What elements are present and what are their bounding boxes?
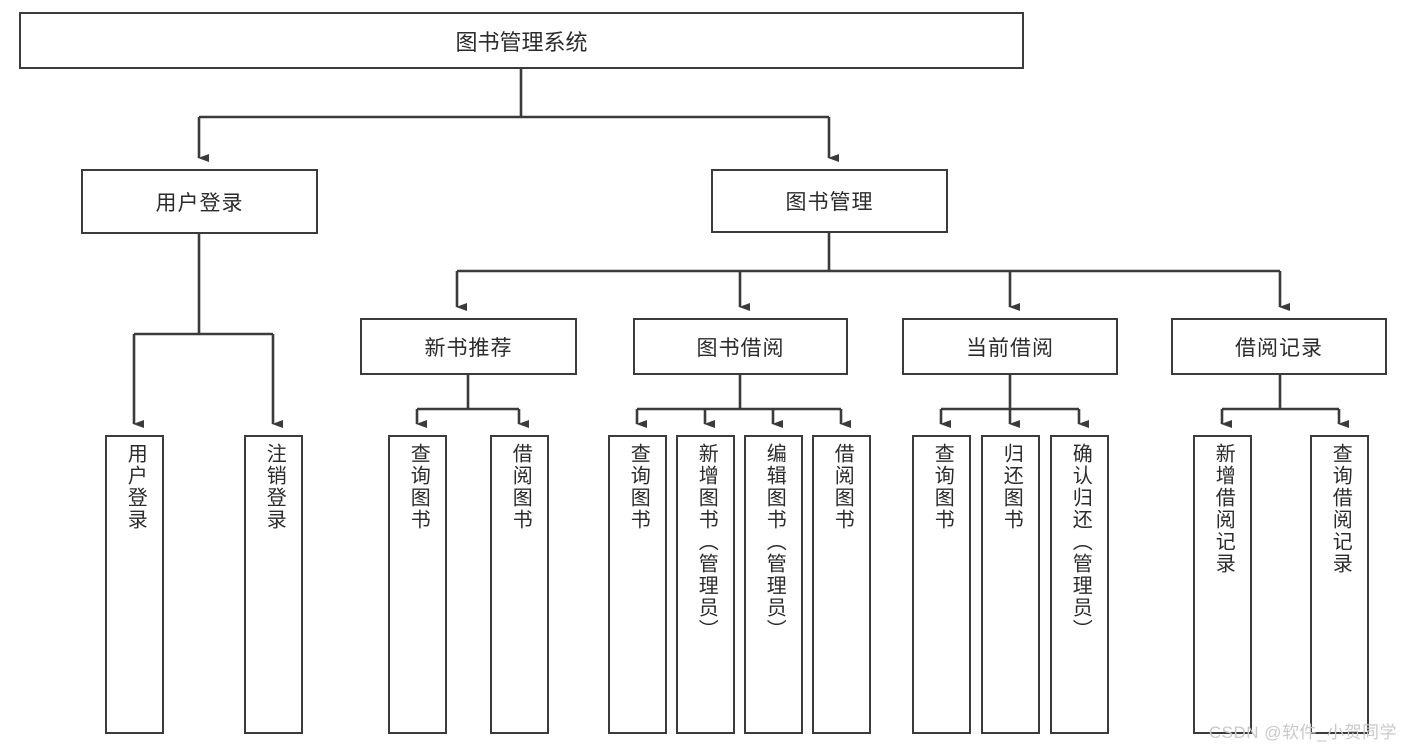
node-label: 当前借阅: [966, 336, 1054, 360]
leaf-add-book-admin[interactable]: 新增图书（管理员）: [676, 435, 735, 734]
node-label: 查询借阅记录: [1329, 443, 1352, 575]
leaf-return-book[interactable]: 归还图书: [981, 435, 1040, 734]
leaf-query-borrow-record[interactable]: 查询借阅记录: [1310, 435, 1369, 734]
node-borrow-record[interactable]: 借阅记录: [1171, 318, 1387, 375]
node-book-borrow[interactable]: 图书借阅: [633, 318, 848, 375]
node-label: 查询图书: [627, 443, 650, 531]
leaf-edit-book-admin[interactable]: 编辑图书（管理员）: [744, 435, 803, 734]
leaf-borrow-book-2[interactable]: 借阅图书: [812, 435, 871, 734]
node-label: 图书借阅: [696, 336, 785, 360]
node-label: 借阅图书: [831, 443, 854, 531]
node-label: 确认归还（管理员）: [1069, 443, 1092, 641]
node-label: 用户登录: [124, 443, 147, 531]
node-label: 编辑图书（管理员）: [763, 443, 786, 641]
node-book-management[interactable]: 图书管理: [711, 169, 948, 233]
node-label: 用户登录: [155, 191, 244, 215]
leaf-borrow-book-1[interactable]: 借阅图书: [490, 435, 549, 734]
node-label: 借阅图书: [509, 443, 532, 531]
node-label: 图书管理系统: [455, 29, 588, 55]
node-user-login[interactable]: 用户登录: [81, 169, 318, 234]
node-label: 查询图书: [407, 443, 430, 531]
leaf-add-borrow-record[interactable]: 新增借阅记录: [1193, 435, 1252, 734]
node-new-book-recommend[interactable]: 新书推荐: [360, 318, 577, 375]
node-label: 查询图书: [931, 443, 954, 531]
node-label: 新增借阅记录: [1212, 443, 1235, 575]
leaf-query-book-1[interactable]: 查询图书: [388, 435, 447, 734]
node-label: 新书推荐: [424, 336, 513, 360]
node-root-system[interactable]: 图书管理系统: [19, 12, 1024, 69]
node-label: 新增图书（管理员）: [695, 443, 718, 641]
leaf-query-book-3[interactable]: 查询图书: [912, 435, 971, 734]
node-current-borrow[interactable]: 当前借阅: [902, 318, 1118, 375]
node-label: 图书管理: [785, 191, 874, 214]
leaf-query-book-2[interactable]: 查询图书: [608, 435, 667, 734]
node-label: 借阅记录: [1235, 336, 1323, 360]
csdn-watermark: CSDN @软件_小贺同学: [1208, 723, 1397, 742]
node-label: 注销登录: [263, 443, 286, 531]
leaf-confirm-return-admin[interactable]: 确认归还（管理员）: [1050, 435, 1109, 734]
node-label: 归还图书: [1000, 443, 1023, 531]
leaf-user-login[interactable]: 用户登录: [105, 435, 164, 734]
leaf-user-logout[interactable]: 注销登录: [244, 435, 303, 734]
